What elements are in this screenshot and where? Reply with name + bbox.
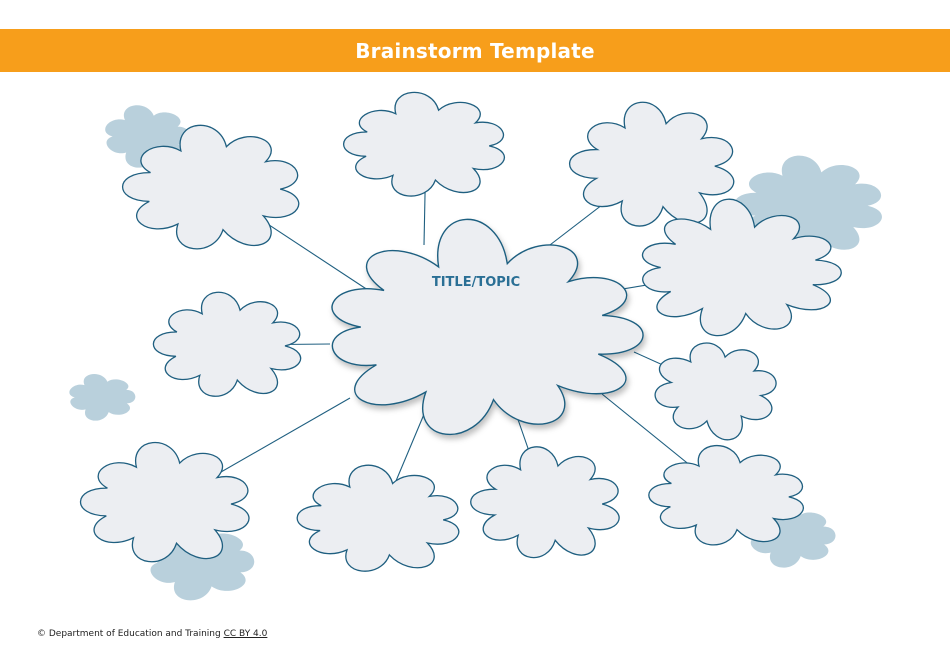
decor-cloud xyxy=(69,374,136,421)
idea-cloud[interactable] xyxy=(122,124,300,250)
idea-cloud[interactable] xyxy=(152,291,302,397)
idea-cloud[interactable] xyxy=(648,445,804,546)
topic-cloud[interactable] xyxy=(331,218,644,435)
idea-clouds xyxy=(79,91,842,572)
license-link[interactable]: CC BY 4.0 xyxy=(223,629,268,639)
idea-cloud[interactable] xyxy=(79,441,250,563)
idea-cloud[interactable] xyxy=(342,91,505,197)
idea-cloud[interactable] xyxy=(470,446,620,559)
idea-cloud[interactable] xyxy=(654,342,777,441)
topic-cloud-group xyxy=(331,218,644,435)
page-title: Brainstorm Template xyxy=(355,38,595,63)
header-bar: Brainstorm Template xyxy=(0,29,950,72)
idea-cloud[interactable] xyxy=(569,101,735,227)
copyright-text: © Department of Education and Training xyxy=(37,629,221,639)
footer-credit: © Department of Education and Training C… xyxy=(37,629,267,639)
idea-cloud[interactable] xyxy=(641,198,842,337)
topic-label: TITLE/TOPIC xyxy=(432,275,520,290)
idea-cloud[interactable] xyxy=(296,464,460,572)
